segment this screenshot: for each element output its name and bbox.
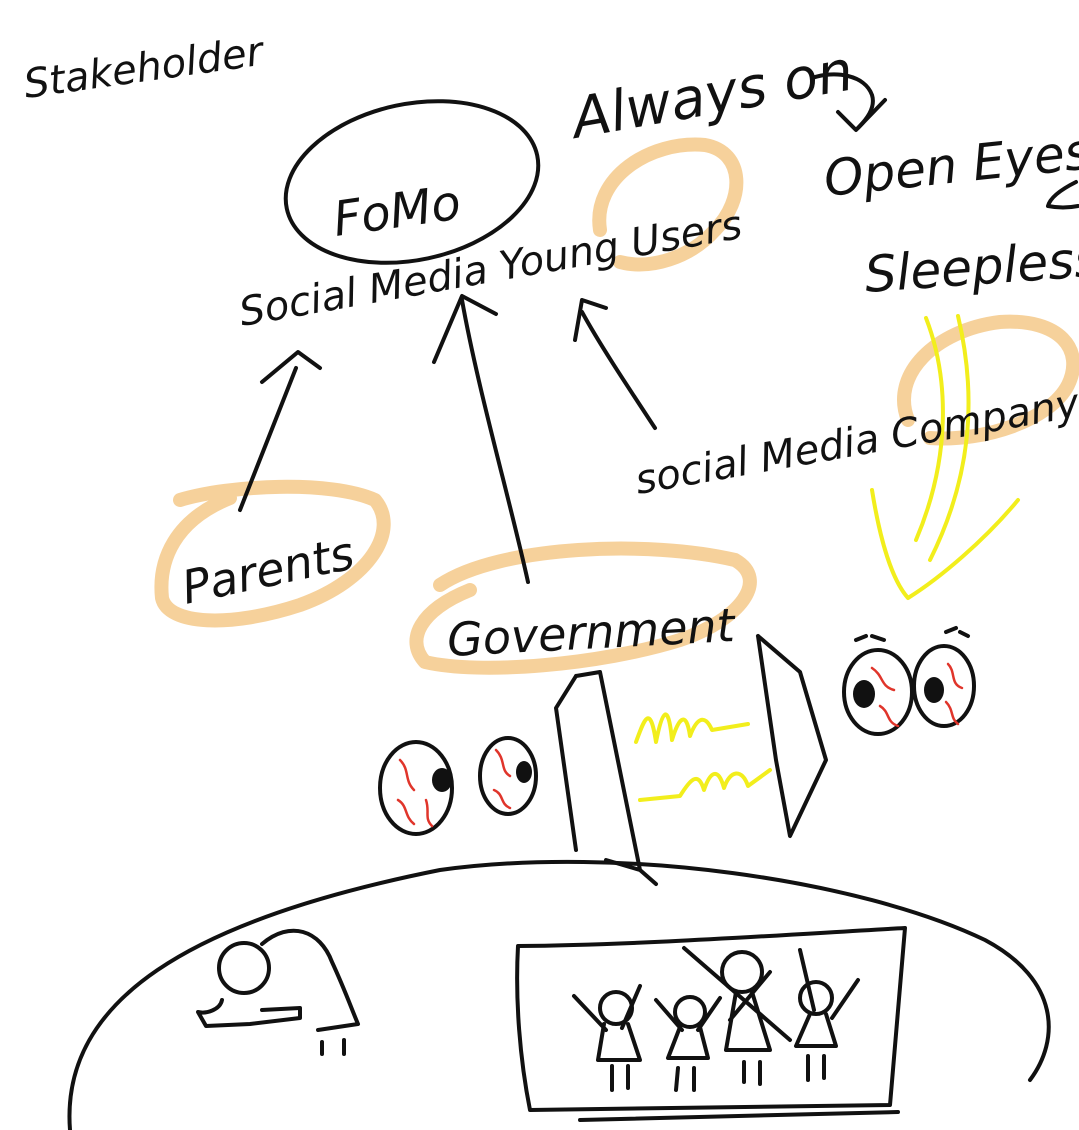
sleepless-label: Sleepless <box>863 230 1079 304</box>
parents-arrowhead <box>260 350 322 384</box>
company-arrow <box>580 310 657 430</box>
cheering-figure-3 <box>682 946 792 1086</box>
parents-arrow <box>238 366 298 512</box>
stakeholder-label: Stakeholder <box>21 28 268 107</box>
parents-label: Parents <box>177 526 359 615</box>
table-oval <box>67 859 1051 1130</box>
ink-strokes <box>67 72 1079 1130</box>
text-labels: Stakeholder Always on Open Eyes Sleeples… <box>21 28 1079 666</box>
right-edge-arrow <box>1046 180 1079 210</box>
eyes-left-pair <box>378 736 538 836</box>
users-highlight <box>592 137 744 272</box>
yellow-scribble-top <box>634 712 750 744</box>
highlight-ovals <box>154 137 1079 675</box>
seated-figure <box>196 928 360 1056</box>
cheering-figure-1 <box>572 984 642 1092</box>
government-arrowhead <box>432 294 498 364</box>
government-label: Government <box>446 598 738 667</box>
yellow-scribble-bottom <box>638 768 772 802</box>
company-arrowhead <box>573 298 608 342</box>
yellow-arrowhead <box>870 488 1020 600</box>
cheering-figure-4 <box>794 948 860 1082</box>
government-arrow <box>460 298 530 584</box>
open-eyes-label: Open Eyes <box>821 122 1079 208</box>
company-highlight <box>897 314 1079 446</box>
left-screen-panel <box>554 670 658 886</box>
cheering-figure-2 <box>654 995 722 1092</box>
social-media-company-label: social Media Company <box>632 380 1079 504</box>
always-on-label: Always on <box>564 38 858 152</box>
yellow-arrow-line-1 <box>914 316 945 542</box>
always-on-arrowhead <box>836 98 887 132</box>
parents-highlight <box>154 479 391 628</box>
yellow-arrow-line-2 <box>928 314 971 562</box>
cheering-screen <box>515 926 907 1122</box>
fomo-oval <box>283 99 541 265</box>
government-highlight <box>409 541 757 675</box>
eyes-right-pair <box>842 626 976 736</box>
fomo-label: FoMo <box>330 175 464 248</box>
young-users-label: Social Media Young Users <box>236 202 746 336</box>
right-screen-panel <box>756 634 828 838</box>
yellow-strokes <box>634 314 1020 802</box>
